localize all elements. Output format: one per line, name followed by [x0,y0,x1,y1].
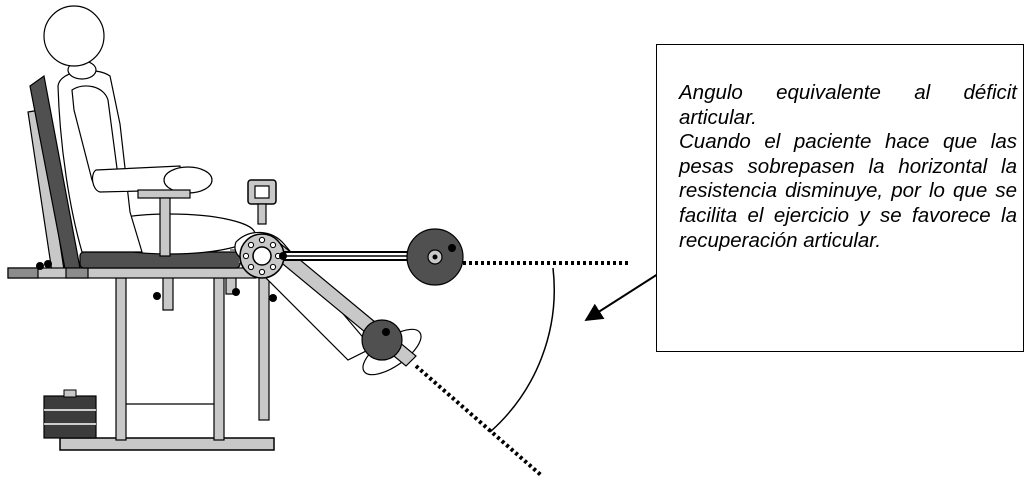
bench-mid-cap [65,267,89,279]
callout-box: Angulo equivalente al déficit articular.… [656,44,1024,352]
frame-leg-front [115,277,127,441]
pivot-handle-stem [257,203,267,225]
lever-weight-hub-center [432,254,438,260]
callout-arrow [584,273,659,321]
pivot-knob [279,252,287,260]
patient-head [43,5,105,67]
bracket-knob [232,288,240,296]
bench-top [7,267,257,279]
lever-weight-knob [448,244,456,252]
frame-leg-back [213,277,225,441]
backrest-knob [44,260,52,268]
pivot-hub [252,246,272,266]
deficit-angle-arc [489,267,555,433]
machine-base [59,437,275,451]
callout-text-2: Cuando el paciente hace que las pesas so… [679,130,1017,252]
patient-hand [163,166,213,194]
shin-pad-knob [382,328,390,336]
bench-left-cap [7,267,39,279]
diagonal-reference-line [414,364,544,477]
armrest-top [137,189,191,199]
pivot-handle-hole [254,185,270,199]
weight-stack [43,395,97,439]
bench-knob [36,262,44,270]
shin-pad [361,319,403,361]
seat-post-knob [153,292,161,300]
callout-text-1: Angulo equivalente al déficit articular. [679,81,1017,129]
armrest-post [159,197,171,257]
pivot-wheel-holes [242,236,282,276]
weight-stack-handle [63,389,77,398]
pivot-post-knob-2 [269,294,277,302]
